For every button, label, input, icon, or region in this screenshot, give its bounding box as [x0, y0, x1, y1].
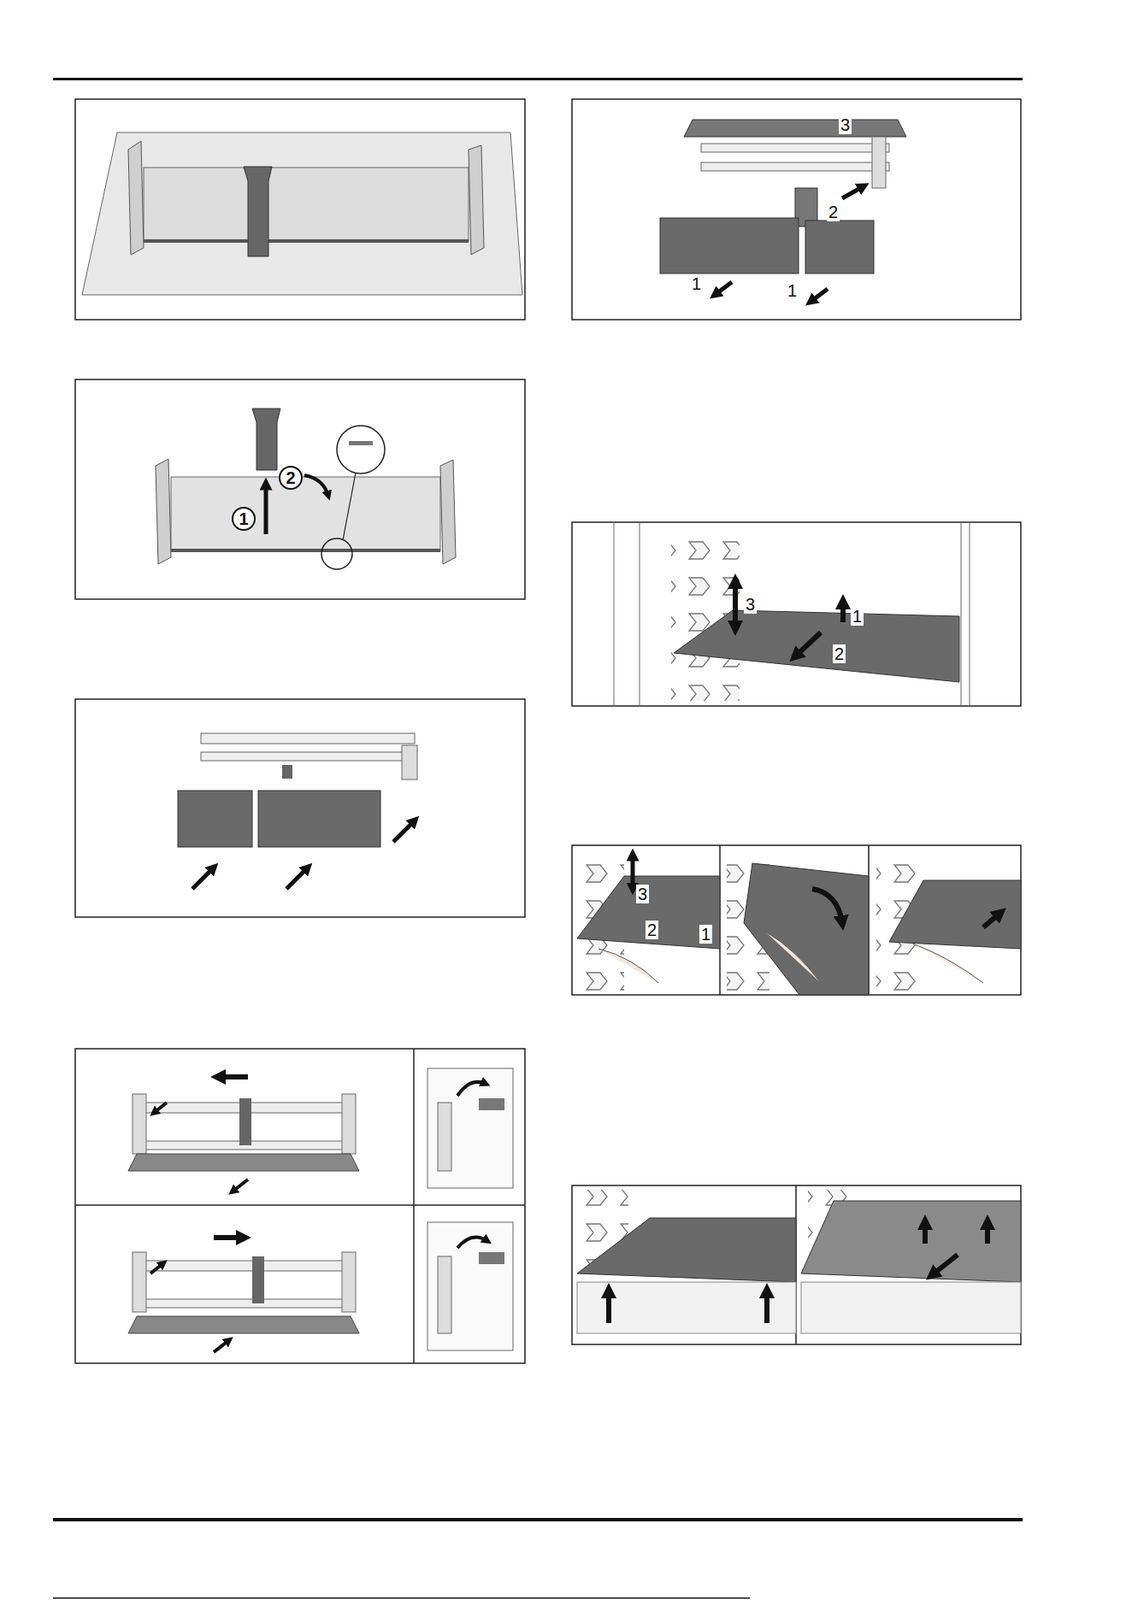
callout-number: 3 — [838, 115, 852, 135]
callout-number: 3 — [636, 884, 649, 904]
callout-number: 1 — [850, 607, 864, 626]
callout-number: 1 — [231, 507, 256, 531]
callout-number: 3 — [743, 595, 757, 614]
callout-number: 2 — [832, 644, 846, 664]
callout-number: 2 — [645, 920, 659, 940]
callout-number: 1 — [699, 925, 713, 944]
callout-number: 2 — [826, 202, 840, 222]
callout-number: 2 — [278, 465, 303, 490]
callout-number: 1 — [689, 274, 703, 294]
callout-number: 1 — [785, 281, 799, 301]
